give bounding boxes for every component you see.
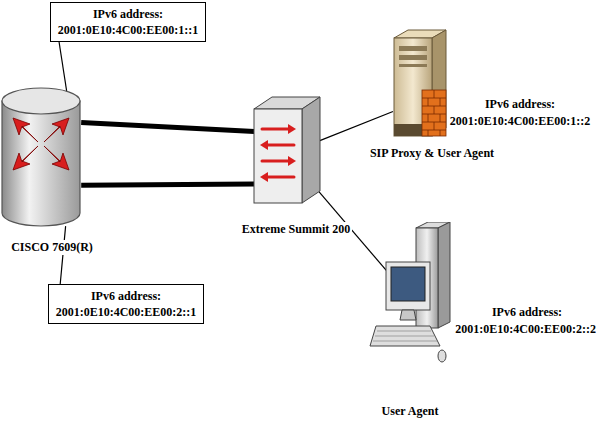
address-text: 2001:0E10:4C00:EE00:1::1	[58, 22, 199, 38]
connector	[81, 123, 254, 132]
connector	[60, 226, 65, 284]
address-label: IPv6 address:	[492, 304, 562, 320]
address-label: 2001:0E10:4C00:EE00:2::2	[455, 321, 596, 337]
address-text: IPv6 address:	[58, 6, 199, 22]
address-label: IPv6 address:	[485, 96, 555, 112]
address-label: 2001:0E10:4C00:EE00:1::2	[450, 113, 591, 129]
pc-icon: User Agent	[368, 222, 452, 390]
device-illustration	[0, 86, 82, 232]
address-box: IPv6 address:2001:0E10:4C00:EE00:1::1	[50, 2, 207, 42]
device-label: CISCO 7609(R)	[9, 240, 95, 255]
device-label: Extreme Summit 200	[240, 222, 352, 237]
device-illustration	[250, 95, 322, 209]
connector	[320, 112, 393, 141]
address-box: IPv6 address:2001:0E10:4C00:EE00:2::1	[48, 284, 205, 324]
switch-icon: Extreme Summit 200	[250, 95, 322, 205]
device-label: User Agent	[380, 404, 441, 419]
server-icon: SIP Proxy & User Agent	[388, 28, 450, 140]
connector	[81, 184, 254, 185]
device-illustration	[368, 222, 452, 394]
address-text: 2001:0E10:4C00:EE00:2::1	[56, 304, 197, 320]
router-icon: CISCO 7609(R)	[0, 86, 82, 228]
device-label: SIP Proxy & User Agent	[368, 146, 496, 161]
device-illustration	[388, 28, 450, 144]
connector	[59, 42, 67, 95]
address-text: IPv6 address:	[56, 288, 197, 304]
